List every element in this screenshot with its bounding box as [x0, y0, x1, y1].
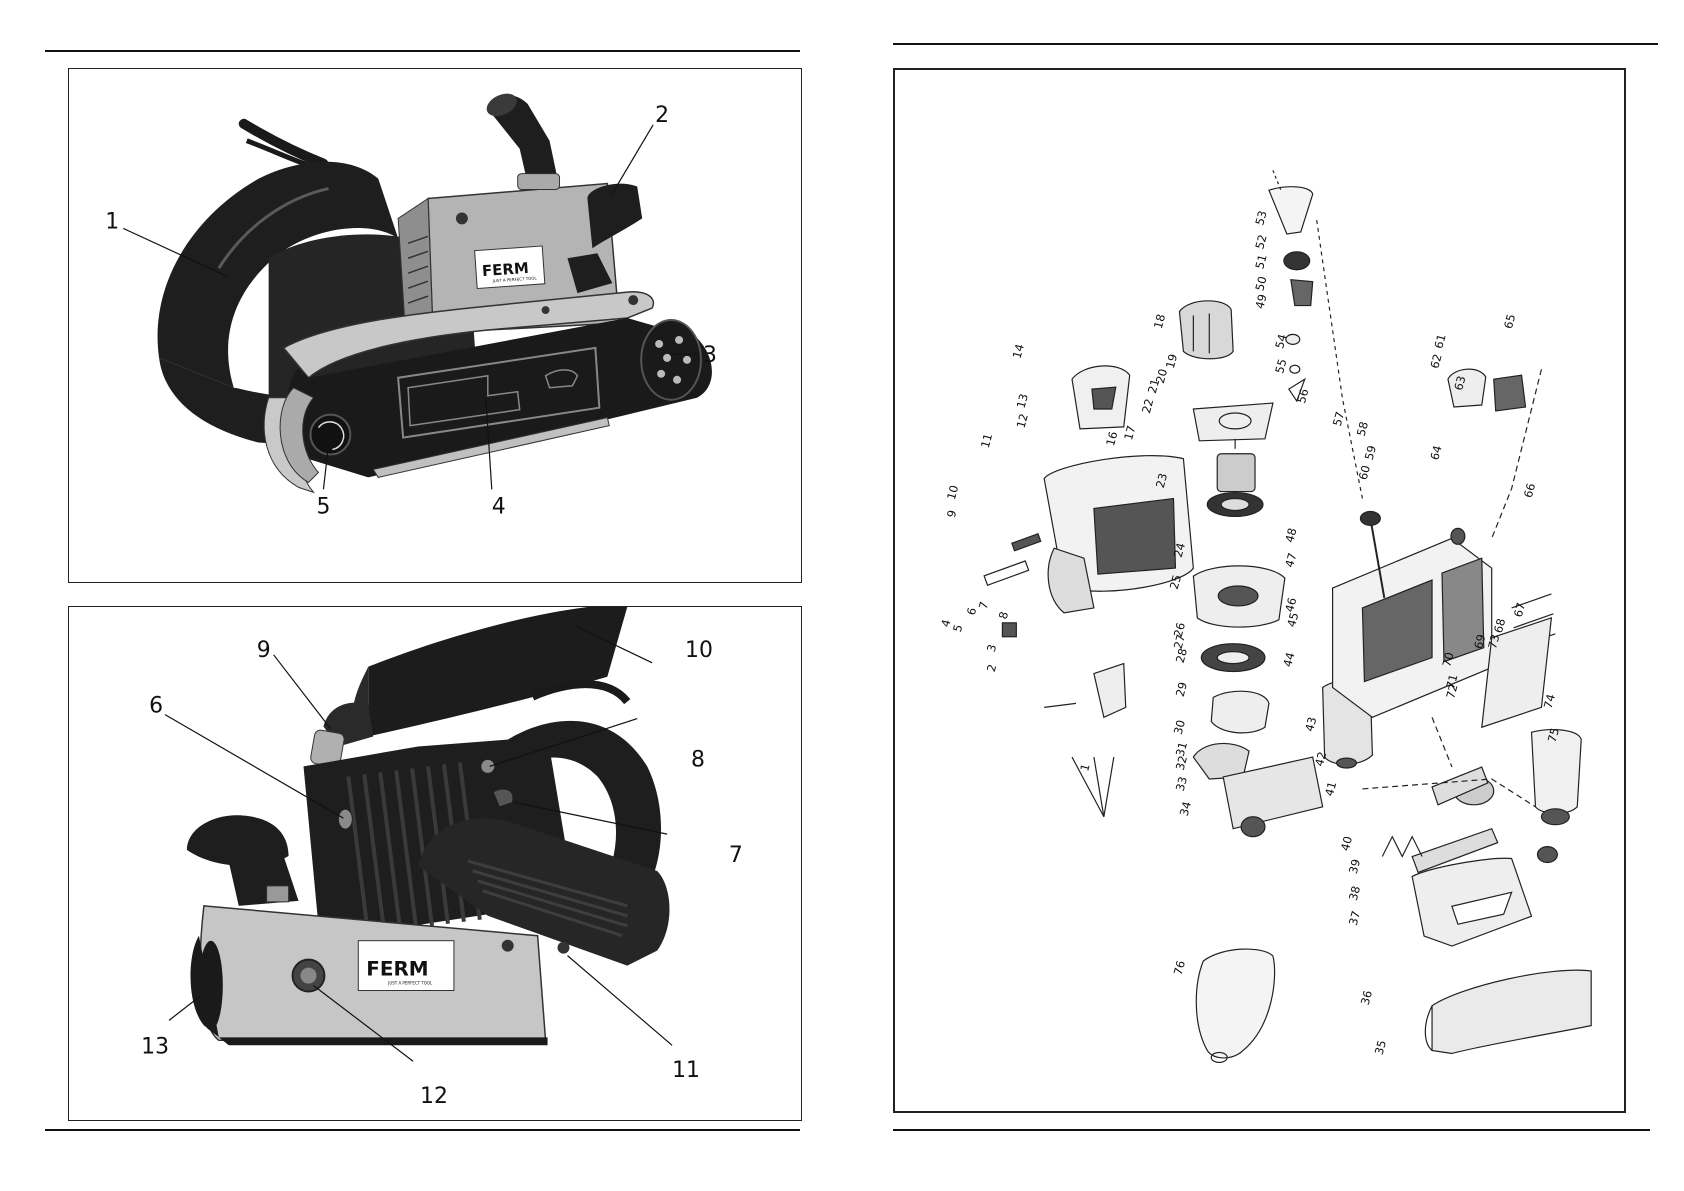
part-label-39: 39: [1346, 858, 1363, 876]
figure-2-callout-6: 6: [149, 694, 163, 719]
part-label-55: 55: [1272, 357, 1289, 375]
part-label-66: 66: [1521, 482, 1538, 500]
bottom-rule-left: [45, 1129, 800, 1131]
part-label-10: 10: [944, 484, 961, 502]
figure-2-illustration: FERM JUST A PERFECT TOOL 6 7 8 9 10 11 1…: [69, 607, 801, 1120]
part-label-58: 58: [1354, 420, 1371, 438]
part-label-57: 57: [1330, 410, 1347, 428]
top-rule-left: [45, 50, 800, 52]
part-label-18: 18: [1151, 313, 1168, 331]
part-label-17: 17: [1121, 424, 1138, 442]
part-label-46: 46: [1282, 596, 1299, 614]
part-label-44: 44: [1280, 651, 1297, 669]
figure-1-illustration: FERM JUST A PERFECT TOOL: [69, 69, 801, 582]
part-label-12: 12: [1014, 412, 1031, 430]
figure-2-callout-11: 11: [672, 1058, 700, 1083]
part-label-8: 8: [996, 610, 1011, 621]
part-label-68: 68: [1491, 617, 1508, 635]
part-label-36: 36: [1358, 989, 1375, 1007]
part-label-9: 9: [944, 509, 959, 520]
figure-2-callout-9: 9: [257, 638, 271, 663]
part-label-62: 62: [1427, 352, 1444, 370]
part-label-74: 74: [1541, 692, 1558, 710]
figure-1-callout-3: 3: [703, 343, 717, 368]
exploded-view-diagram: 1234567891011121314161718192021222324252…: [895, 70, 1624, 1111]
part-label-65: 65: [1501, 313, 1518, 331]
part-label-52: 52: [1252, 233, 1269, 251]
figure-2-callout-13: 13: [141, 1034, 169, 1059]
part-label-16: 16: [1103, 430, 1120, 448]
figure-1-callout-5: 5: [316, 494, 330, 519]
part-label-38: 38: [1346, 884, 1363, 902]
part-label-50: 50: [1252, 275, 1269, 293]
figure-2-logo-tagline: JUST A PERFECT TOOL: [387, 981, 433, 986]
part-label-30: 30: [1171, 718, 1188, 736]
part-label-48: 48: [1282, 526, 1299, 544]
figure-1-callout-1: 1: [105, 209, 119, 234]
figure-1-frame: FERM JUST A PERFECT TOOL: [68, 68, 802, 583]
part-label-3: 3: [984, 643, 999, 654]
part-label-60: 60: [1356, 464, 1373, 482]
part-label-76: 76: [1171, 959, 1188, 977]
part-label-64: 64: [1427, 444, 1444, 462]
figure-2-callout-8: 8: [691, 747, 705, 772]
bottom-rule-right: [893, 1129, 1650, 1131]
part-label-34: 34: [1177, 800, 1194, 818]
part-label-54: 54: [1272, 332, 1289, 350]
figure-1-callout-2: 2: [655, 103, 669, 128]
figure-2-logo: FERM: [366, 958, 428, 981]
part-label-11: 11: [978, 432, 995, 450]
part-label-59: 59: [1362, 444, 1379, 462]
part-label-47: 47: [1282, 551, 1299, 569]
part-label-40: 40: [1338, 835, 1355, 853]
part-label-19: 19: [1163, 352, 1180, 370]
part-label-7: 7: [976, 600, 991, 611]
part-label-13: 13: [1014, 392, 1031, 410]
part-label-14: 14: [1010, 342, 1027, 360]
figure-2-callout-10: 10: [685, 638, 713, 663]
figure-1-callout-4: 4: [492, 494, 506, 519]
part-label-37: 37: [1346, 909, 1363, 927]
figure-2-frame: FERM JUST A PERFECT TOOL 6 7 8 9 10 11 1…: [68, 606, 802, 1121]
figure-2-callout-12: 12: [420, 1084, 448, 1109]
part-label-43: 43: [1302, 715, 1319, 733]
part-label-49: 49: [1252, 293, 1269, 311]
part-label-28: 28: [1173, 647, 1190, 665]
part-label-5: 5: [950, 623, 965, 634]
part-label-32: 32: [1173, 754, 1190, 772]
part-label-56: 56: [1294, 387, 1311, 405]
part-label-53: 53: [1252, 209, 1269, 227]
part-label-29: 29: [1173, 681, 1190, 699]
part-label-33: 33: [1173, 775, 1190, 793]
figure-2-callout-7: 7: [729, 843, 743, 868]
part-label-51: 51: [1252, 253, 1269, 271]
top-rule-right: [893, 43, 1658, 45]
part-label-22: 22: [1139, 397, 1156, 415]
part-label-41: 41: [1322, 780, 1339, 798]
part-label-2: 2: [984, 663, 999, 674]
part-label-61: 61: [1431, 332, 1448, 350]
part-label-35: 35: [1372, 1039, 1389, 1057]
